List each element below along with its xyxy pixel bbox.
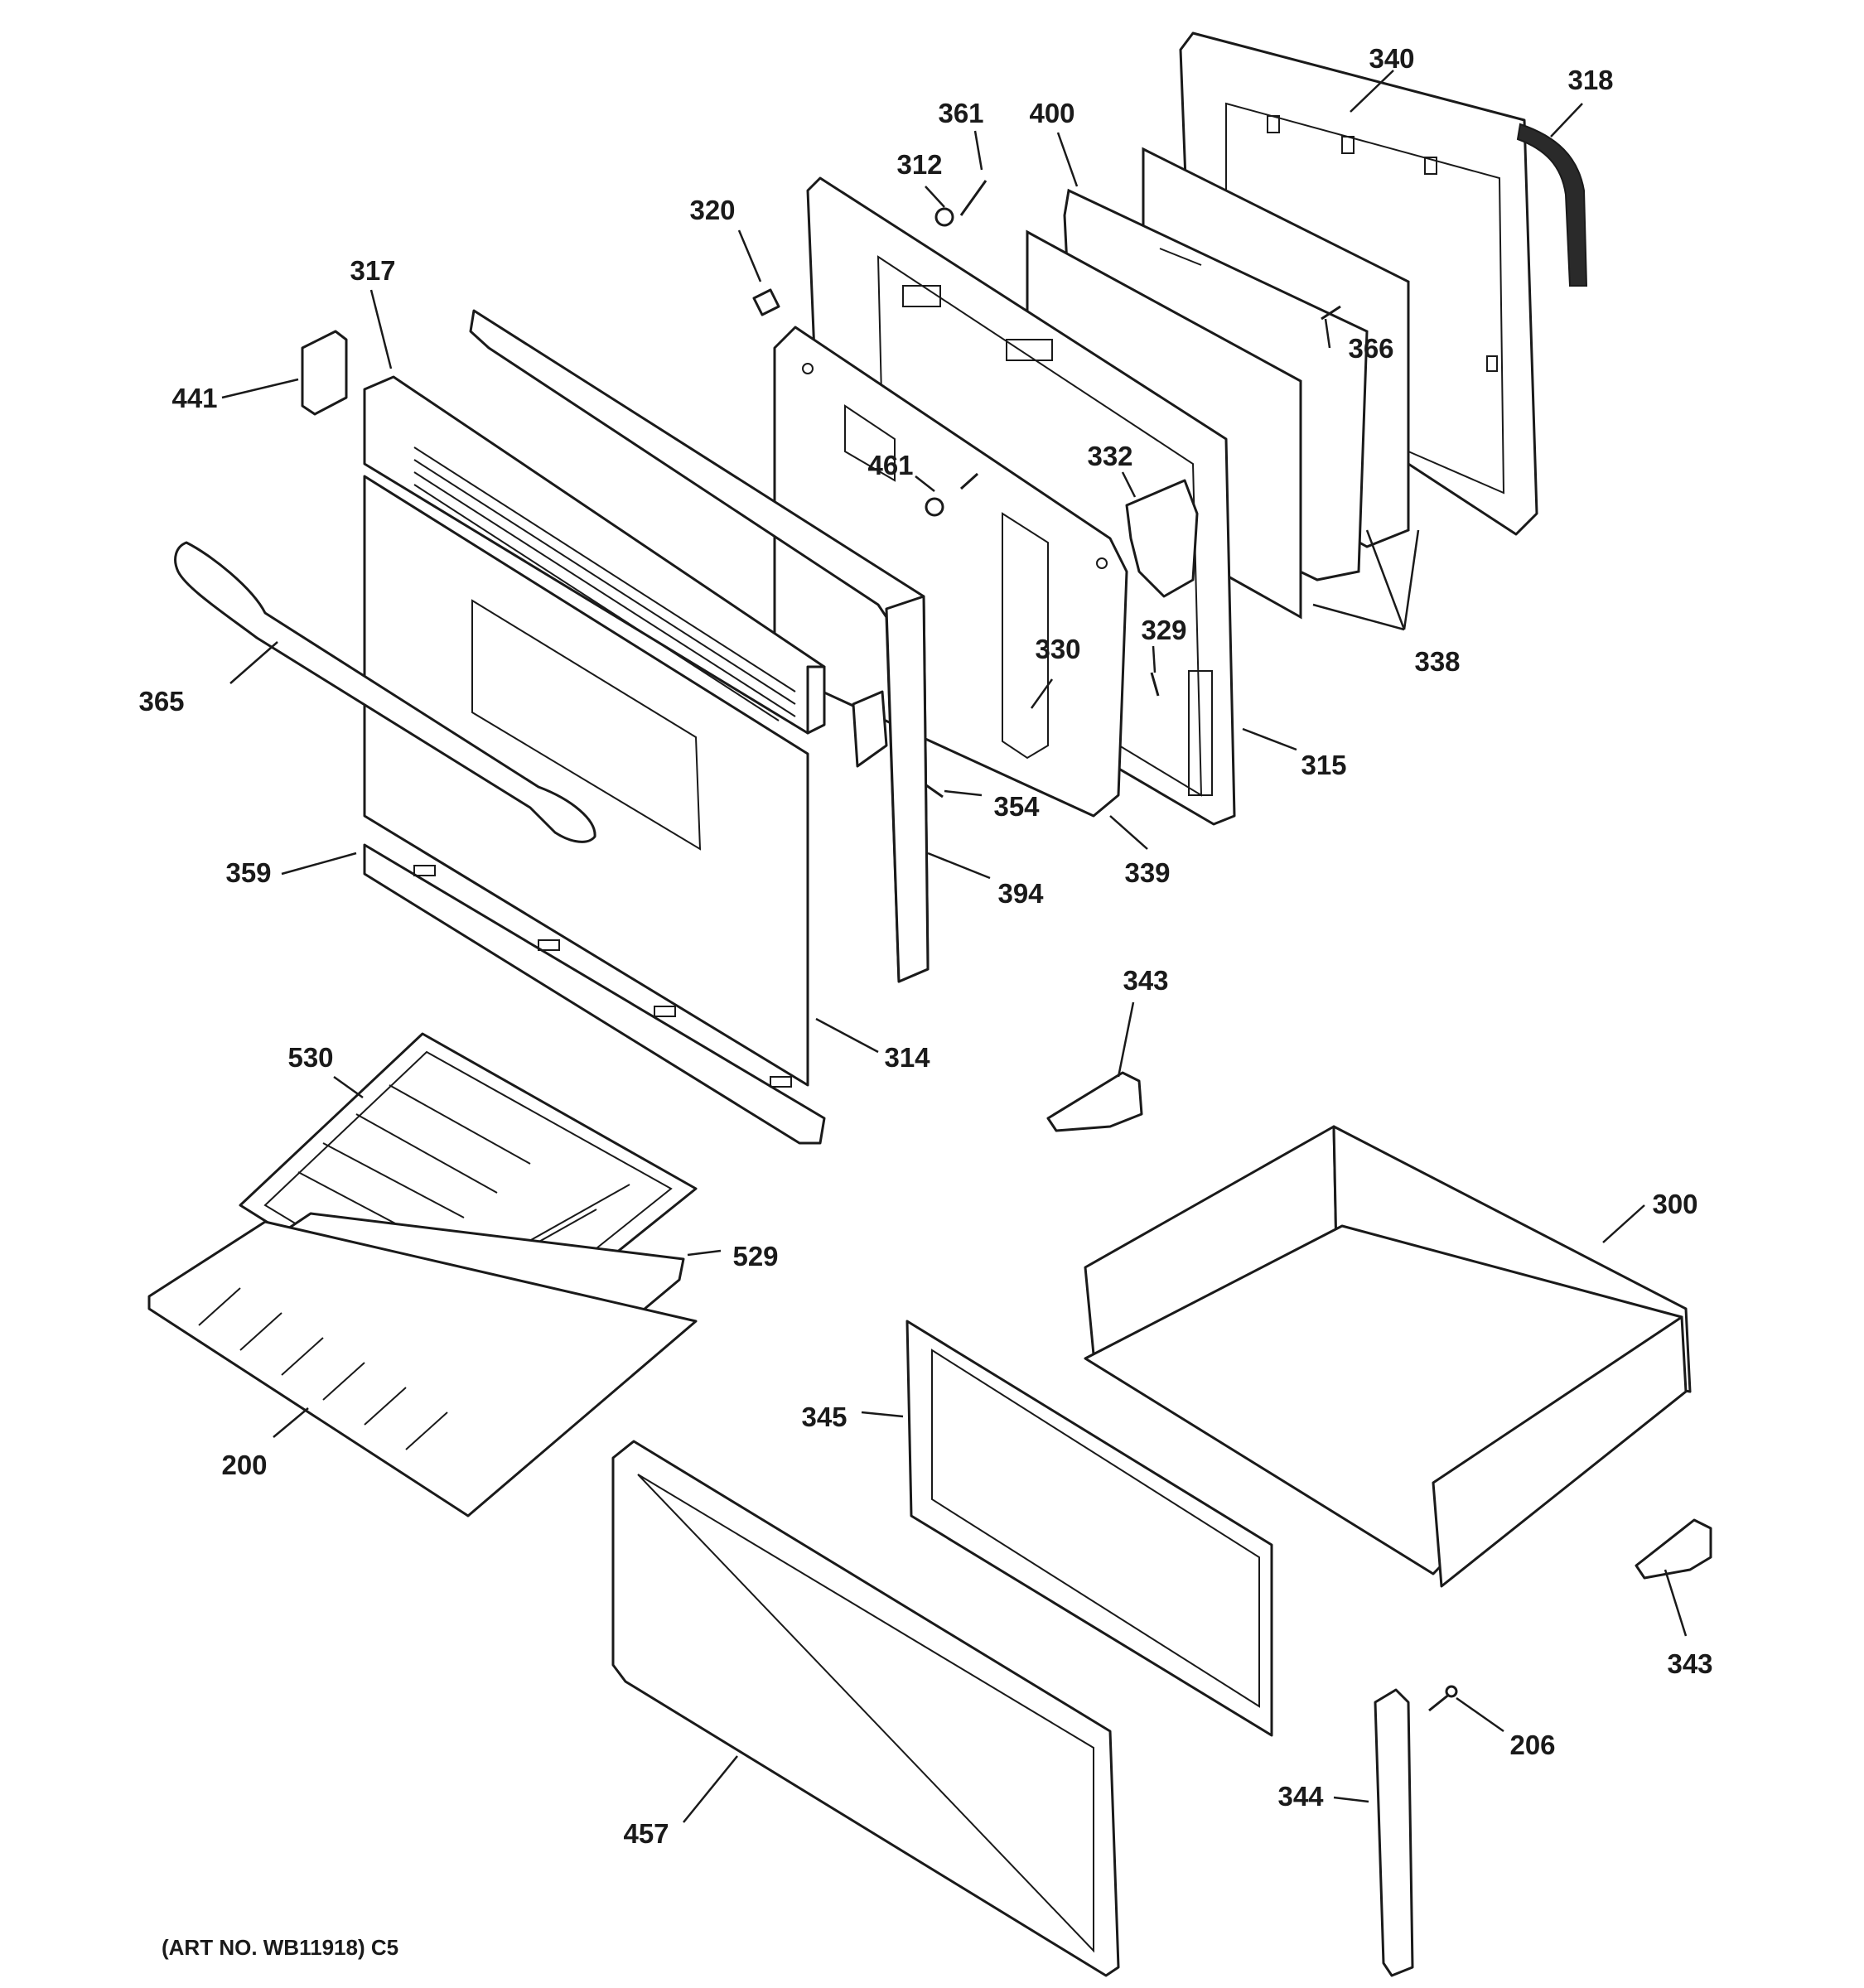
drawer-rail-344 xyxy=(1374,1688,1414,1977)
callout-530: 530 xyxy=(287,1042,333,1073)
side-trim-394 xyxy=(469,309,930,983)
callout-200: 200 xyxy=(221,1450,267,1480)
art-number: (ART NO. WB11918) C5 xyxy=(162,1935,398,1960)
callout-345: 345 xyxy=(801,1402,847,1432)
screw-329 xyxy=(1150,672,1160,697)
vent-trim-317 xyxy=(363,375,826,735)
callout-441: 441 xyxy=(171,383,217,413)
callout-365: 365 xyxy=(138,686,184,717)
oven-rack-200 xyxy=(147,1220,698,1518)
callout-314: 314 xyxy=(884,1042,930,1073)
callout-320: 320 xyxy=(689,195,735,225)
callout-300: 300 xyxy=(1652,1189,1697,1219)
callout-318: 318 xyxy=(1567,65,1613,95)
callout-315: 315 xyxy=(1301,750,1346,780)
screw-206 xyxy=(1428,1685,1458,1712)
callout-332: 332 xyxy=(1087,441,1132,471)
slide-bracket-343-bottom xyxy=(1635,1518,1712,1580)
callout-343-top: 343 xyxy=(1123,965,1168,996)
callout-206: 206 xyxy=(1509,1730,1555,1760)
callout-529: 529 xyxy=(732,1241,778,1271)
drawer-panel-345 xyxy=(905,1320,1273,1737)
drawer-front-457 xyxy=(611,1440,1120,1977)
drawer-300 xyxy=(1084,1125,1692,1588)
fastener-461 xyxy=(925,472,979,517)
leader-lines xyxy=(221,70,1688,1823)
handle-365 xyxy=(174,541,596,843)
screw-361 xyxy=(959,180,988,216)
callout-400: 400 xyxy=(1029,98,1074,128)
callout-354: 354 xyxy=(993,791,1040,822)
screw-366 xyxy=(1321,305,1341,321)
callout-366: 366 xyxy=(1348,333,1393,364)
bottom-trim-359 xyxy=(363,843,826,1145)
screw-354 xyxy=(925,784,944,799)
callout-labels: 340 318 361 400 312 320 317 441 366 332 … xyxy=(138,43,1712,1849)
callout-344: 344 xyxy=(1277,1781,1324,1812)
callout-330: 330 xyxy=(1035,634,1080,664)
gasket-318 xyxy=(1516,123,1588,287)
callout-329: 329 xyxy=(1141,615,1186,645)
callout-461: 461 xyxy=(867,450,913,480)
callout-361: 361 xyxy=(938,98,983,128)
callout-339: 339 xyxy=(1124,857,1170,888)
callout-457: 457 xyxy=(623,1818,669,1849)
screw-320 xyxy=(752,288,780,316)
callout-359: 359 xyxy=(225,857,271,888)
slide-bracket-343-top xyxy=(1046,1071,1143,1132)
bracket-441 xyxy=(301,330,348,416)
washer-312 xyxy=(934,207,954,227)
door-liner-339 xyxy=(773,326,1128,818)
callout-340: 340 xyxy=(1369,43,1414,74)
callout-312: 312 xyxy=(896,149,942,180)
callout-394: 394 xyxy=(997,878,1044,909)
hinge-block-332 xyxy=(1125,479,1199,598)
callout-317: 317 xyxy=(350,255,395,286)
callout-343-bottom: 343 xyxy=(1667,1648,1712,1679)
callout-338: 338 xyxy=(1414,646,1460,677)
